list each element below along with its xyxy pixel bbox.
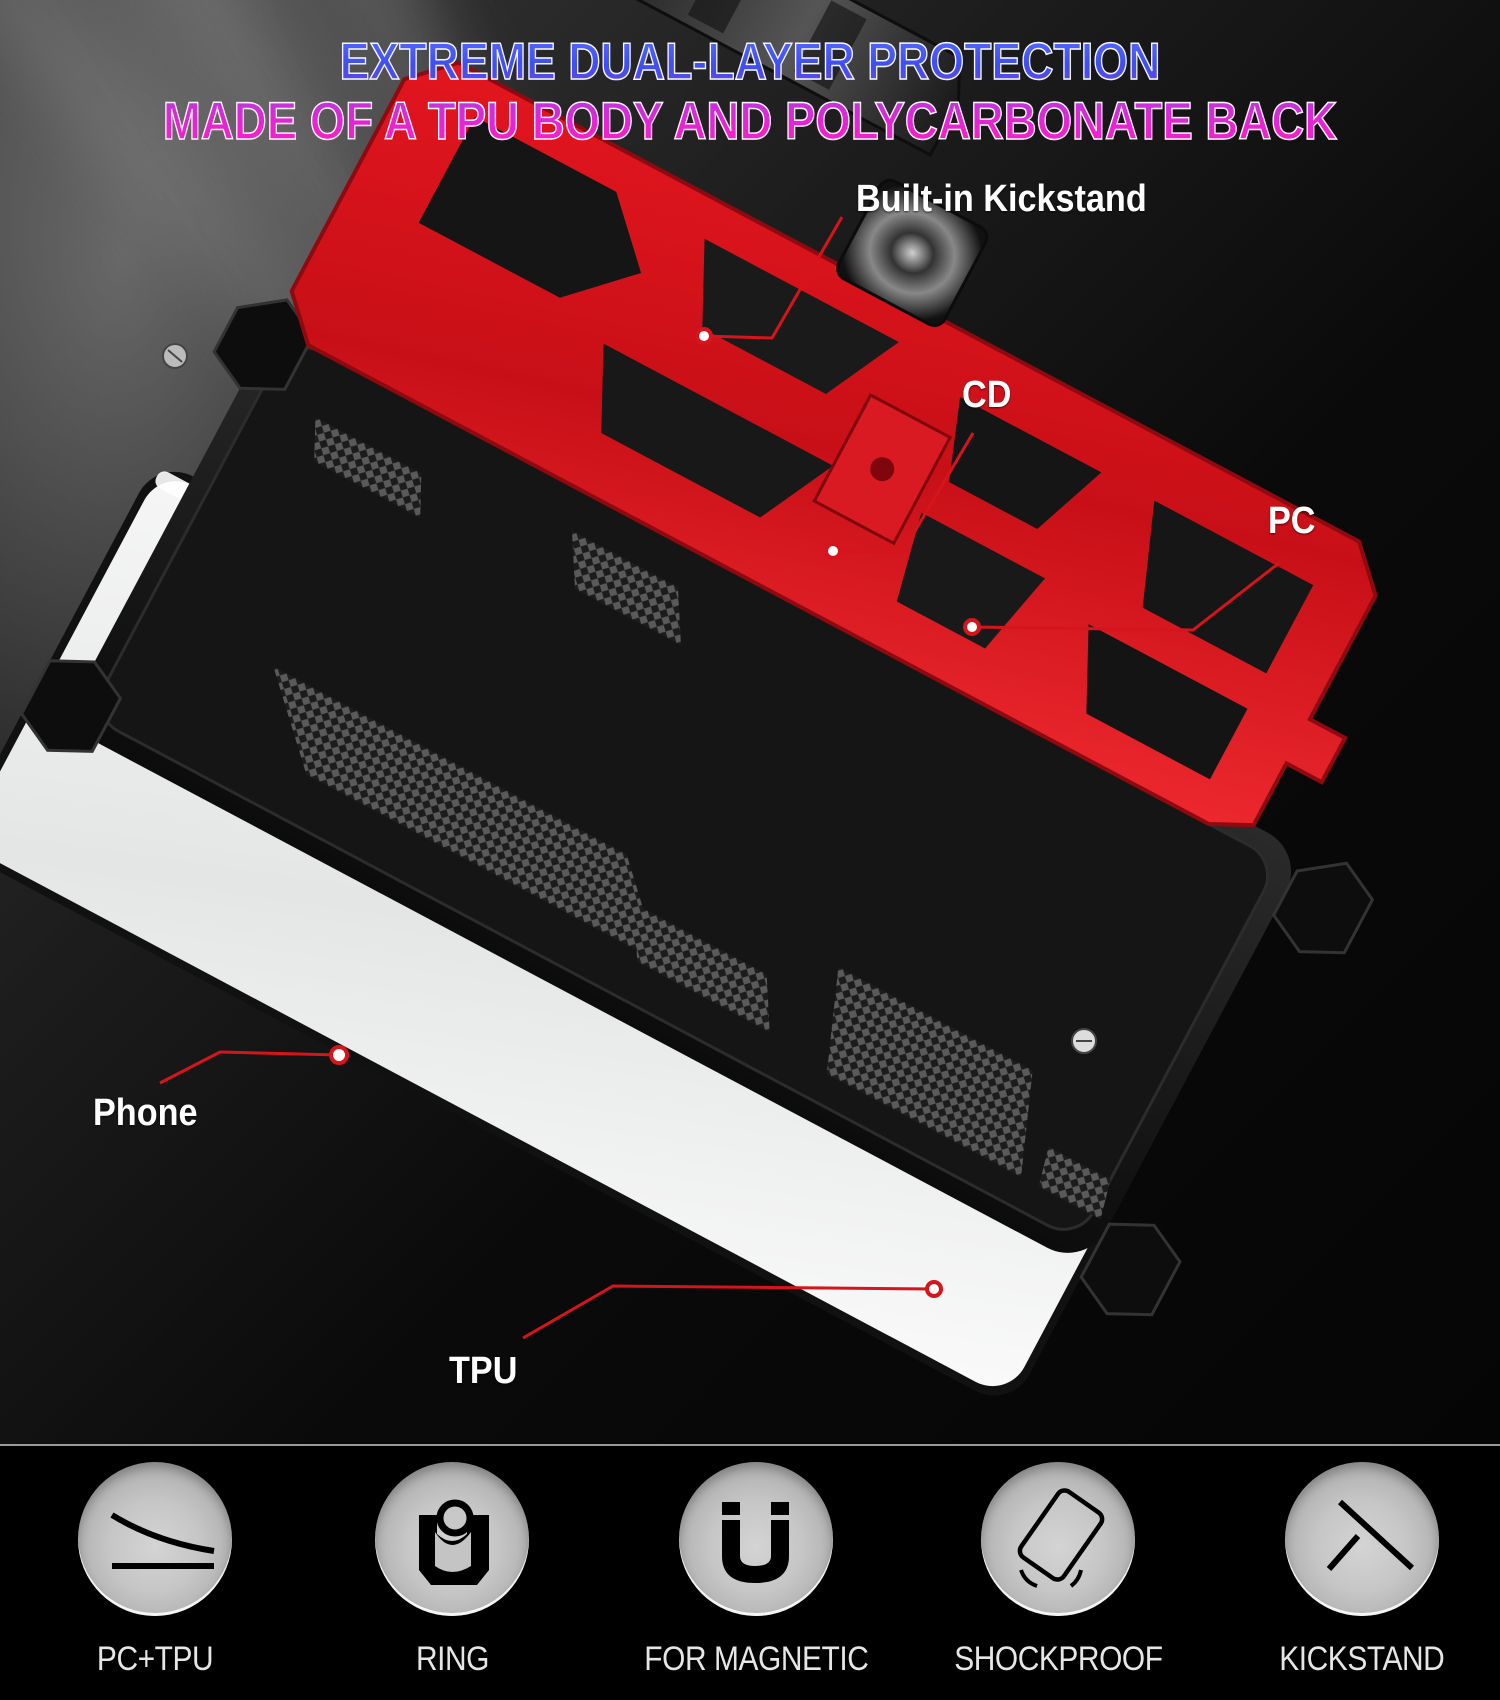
tpu-case bbox=[19, 298, 1375, 1317]
magnet-icon bbox=[679, 1462, 833, 1616]
feature-row: PC+TPU RING FOR MAGNETIC bbox=[0, 1446, 1500, 1700]
screw-icon bbox=[162, 343, 188, 369]
feature-kickstand: KICKSTAND bbox=[1232, 1462, 1492, 1679]
section-divider bbox=[0, 1444, 1500, 1446]
ring-holder-icon bbox=[375, 1462, 529, 1616]
callout-label-phone: Phone bbox=[93, 1092, 198, 1134]
shockproof-phone-icon bbox=[981, 1462, 1135, 1616]
kickstand-icon bbox=[1285, 1462, 1439, 1616]
feature-magnetic: FOR MAGNETIC bbox=[626, 1462, 886, 1679]
feature-pc-tpu: PC+TPU bbox=[25, 1462, 285, 1679]
feature-label: PC+TPU bbox=[96, 1640, 214, 1678]
headline-line-1: EXTREME DUAL-LAYER PROTECTION bbox=[339, 32, 1161, 92]
feature-shockproof: SHOCKPROOF bbox=[928, 1462, 1188, 1679]
feature-ring: RING bbox=[322, 1462, 582, 1679]
feature-label: RING bbox=[415, 1640, 489, 1678]
callout-label-cd: CD bbox=[962, 374, 1012, 416]
exploded-case-illustration bbox=[0, 0, 1378, 1396]
product-hero: EXTREME DUAL-LAYER PROTECTION MADE OF A … bbox=[0, 0, 1500, 1444]
callout-label-kickstand: Built-in Kickstand bbox=[856, 178, 1147, 220]
callout-label-pc: PC bbox=[1268, 500, 1316, 542]
kickstand-piece bbox=[628, 0, 962, 158]
pc-tpu-layers-icon bbox=[78, 1462, 232, 1616]
callout-label-tpu: TPU bbox=[449, 1350, 518, 1392]
cd-disc bbox=[836, 178, 989, 327]
headline-line-2: MADE OF A TPU BODY AND POLYCARBONATE BAC… bbox=[162, 91, 1338, 152]
feature-label: KICKSTAND bbox=[1279, 1640, 1445, 1678]
screw-icon bbox=[1071, 1028, 1097, 1054]
feature-label: FOR MAGNETIC bbox=[643, 1640, 869, 1678]
feature-label: SHOCKPROOF bbox=[953, 1640, 1163, 1678]
